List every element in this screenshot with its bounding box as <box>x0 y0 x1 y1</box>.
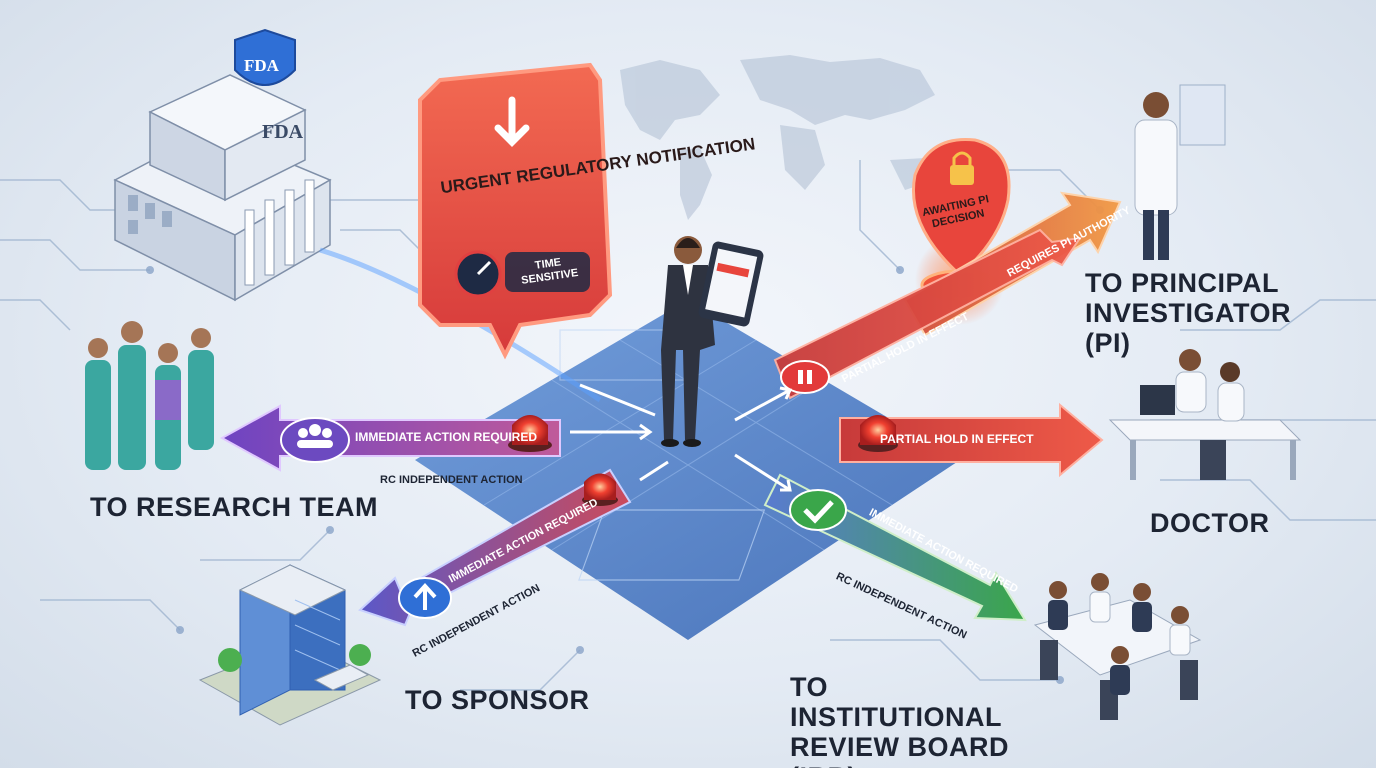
destination-pi: TO PRINCIPAL INVESTIGATOR (PI) <box>1085 268 1292 358</box>
circuit-traces <box>0 160 1376 691</box>
destination-irb: TO INSTITUTIONAL REVIEW BOARD (IRB) <box>790 672 1010 768</box>
fda-building-text: FDA <box>262 121 304 143</box>
checkmark-icon <box>789 489 847 531</box>
irb-meeting-scene <box>1033 573 1202 720</box>
pi-doctor-figure <box>1134 84 1226 260</box>
urgent-notification-panel <box>418 62 613 360</box>
flow-arrows <box>570 383 793 492</box>
pause-icon <box>780 360 830 394</box>
arrow-to-pi-mid <box>773 228 1083 400</box>
world-map <box>620 55 935 220</box>
destination-research-team: TO RESEARCH TEAM <box>90 492 379 522</box>
down-arrow-icon <box>494 96 530 147</box>
fda-building: FDA FDA <box>113 28 602 403</box>
arrow-research-label: IMMEDIATE ACTION REQUIRED <box>355 430 537 444</box>
doctor-desk-scene <box>1108 349 1302 480</box>
siren-icon <box>582 473 618 506</box>
fda-shield-icon <box>234 28 296 86</box>
destination-doctor: DOCTOR <box>1150 508 1270 538</box>
arrow-doctor-label: PARTIAL HOLD IN EFFECT <box>880 432 1034 446</box>
arrow-research-note: RC INDEPENDENT ACTION <box>380 474 523 486</box>
people-group-icon <box>280 417 350 463</box>
tablet-icon <box>698 241 764 327</box>
siren-icon <box>858 415 898 452</box>
up-arrow-icon <box>398 577 452 619</box>
stopwatch-icon <box>454 250 502 298</box>
destination-sponsor: TO SPONSOR <box>405 685 590 715</box>
research-team-figures <box>85 321 214 470</box>
arrow-to-doctor <box>839 402 1104 478</box>
fda-shield-text: FDA <box>244 56 280 75</box>
sponsor-building <box>198 564 382 726</box>
lock-icon <box>950 151 974 185</box>
siren-icon <box>508 415 552 452</box>
